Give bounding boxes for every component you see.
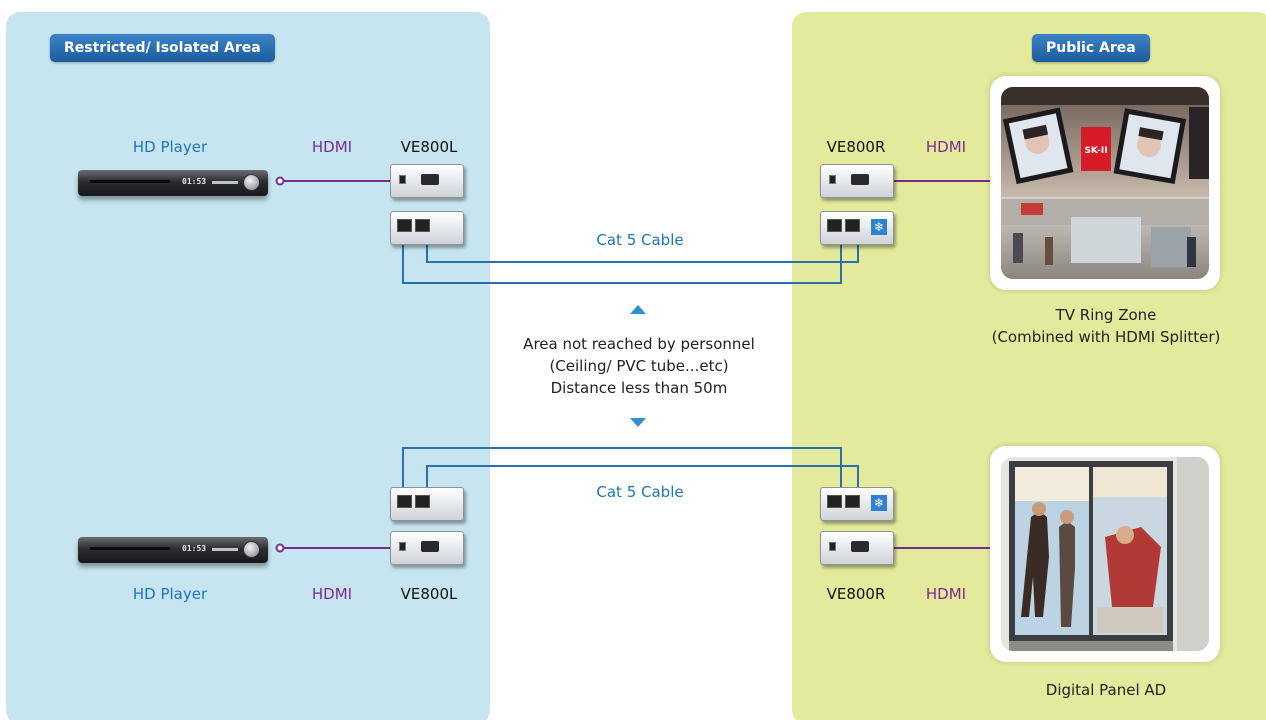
- ve800l-hdmi-unit-bottom: [390, 531, 464, 565]
- snowflake-icon: ❄: [871, 495, 887, 511]
- ring-zone-caption-line2: (Combined with HDMI Splitter): [991, 328, 1221, 346]
- hd-player-label-bottom: HD Player: [132, 585, 208, 603]
- cat5-cable-top-outer: [402, 228, 842, 284]
- hdmi-connector-top-left: [275, 176, 285, 186]
- hdmi-label-bottom-left: HDMI: [311, 585, 353, 603]
- cat5-cable-bottom-inner: [426, 465, 859, 503]
- rj45-port-icon: [397, 219, 412, 232]
- rj45-port-icon: [415, 219, 430, 232]
- public-area-badge: Public Area: [1032, 34, 1150, 62]
- ve800r-label-top: VE800R: [826, 138, 886, 156]
- restricted-area-badge: Restricted/ Isolated Area: [50, 34, 275, 62]
- rj45-port-icon: [845, 219, 860, 232]
- ve800r-hdmi-unit-bottom: [820, 531, 894, 565]
- cat5-cable-bottom-outer: [402, 447, 842, 503]
- ve800r-rj45-unit-top: ❄: [820, 211, 894, 245]
- disc-tray: [90, 180, 170, 183]
- hdmi-label-bottom-right: HDMI: [925, 585, 967, 603]
- ve800r-rj45-unit-bottom: ❄: [820, 487, 894, 521]
- restricted-area-zone: [6, 12, 490, 720]
- hd-player-bottom: 01:53: [78, 537, 268, 563]
- hdmi-port-icon: [851, 174, 869, 185]
- snowflake-icon: ❄: [871, 219, 887, 235]
- cat5-cable-top-inner: [426, 228, 859, 263]
- rj45-port-icon: [827, 495, 842, 508]
- volume-knob-icon: [243, 174, 260, 191]
- ring-zone-caption-line1: TV Ring Zone: [1055, 306, 1157, 324]
- cat5-cable-label-top: Cat 5 Cable: [596, 231, 684, 249]
- panel-caption: Digital Panel AD: [1045, 681, 1167, 699]
- tv-ring-zone-photo: SK-II: [990, 76, 1220, 290]
- ve800r-label-bottom: VE800R: [826, 585, 886, 603]
- down-arrow-icon: [630, 418, 646, 427]
- player-buttons: [212, 181, 238, 184]
- tv-ring-zone-illustration: SK-II: [1001, 87, 1209, 279]
- player-display: 01:53: [182, 544, 207, 553]
- ve800l-rj45-unit-bottom: [390, 487, 464, 521]
- up-arrow-icon: [630, 305, 646, 314]
- middle-note-line2: (Ceiling/ PVC tube...etc): [549, 357, 729, 375]
- ve800l-label-top: VE800L: [400, 138, 458, 156]
- player-buttons: [212, 548, 238, 551]
- middle-note-line3: Distance less than 50m: [550, 379, 728, 397]
- volume-knob-icon: [243, 541, 260, 558]
- middle-note: Area not reached by personnel (Ceiling/ …: [523, 333, 755, 399]
- hdmi-port-icon: [421, 541, 439, 552]
- ring-zone-caption: TV Ring Zone (Combined with HDMI Splitte…: [992, 304, 1221, 348]
- hdmi-connector-bottom-left: [275, 543, 285, 553]
- hd-player-label-top: HD Player: [132, 138, 208, 156]
- rj45-port-icon: [845, 495, 860, 508]
- rj45-port-icon: [397, 495, 412, 508]
- hdmi-label-top-right: HDMI: [925, 138, 967, 156]
- digital-panel-ad-photo: [990, 446, 1220, 662]
- digital-panel-illustration: [1001, 457, 1209, 651]
- rj45-port-icon: [415, 495, 430, 508]
- cat5-cable-label-bottom: Cat 5 Cable: [596, 483, 684, 501]
- ve800r-hdmi-unit-top: [820, 164, 894, 198]
- ring-sign-text: SK-II: [1084, 146, 1107, 156]
- hdmi-label-top-left: HDMI: [311, 138, 353, 156]
- hd-player-top: 01:53: [78, 170, 268, 196]
- hdmi-port-icon: [851, 541, 869, 552]
- player-display: 01:53: [182, 177, 207, 186]
- rj45-port-icon: [827, 219, 842, 232]
- hdmi-port-icon: [421, 174, 439, 185]
- ve800l-rj45-unit-top: [390, 211, 464, 245]
- middle-note-line1: Area not reached by personnel: [523, 335, 755, 353]
- disc-tray: [90, 547, 170, 550]
- ve800l-label-bottom: VE800L: [400, 585, 458, 603]
- ve800l-hdmi-unit-top: [390, 164, 464, 198]
